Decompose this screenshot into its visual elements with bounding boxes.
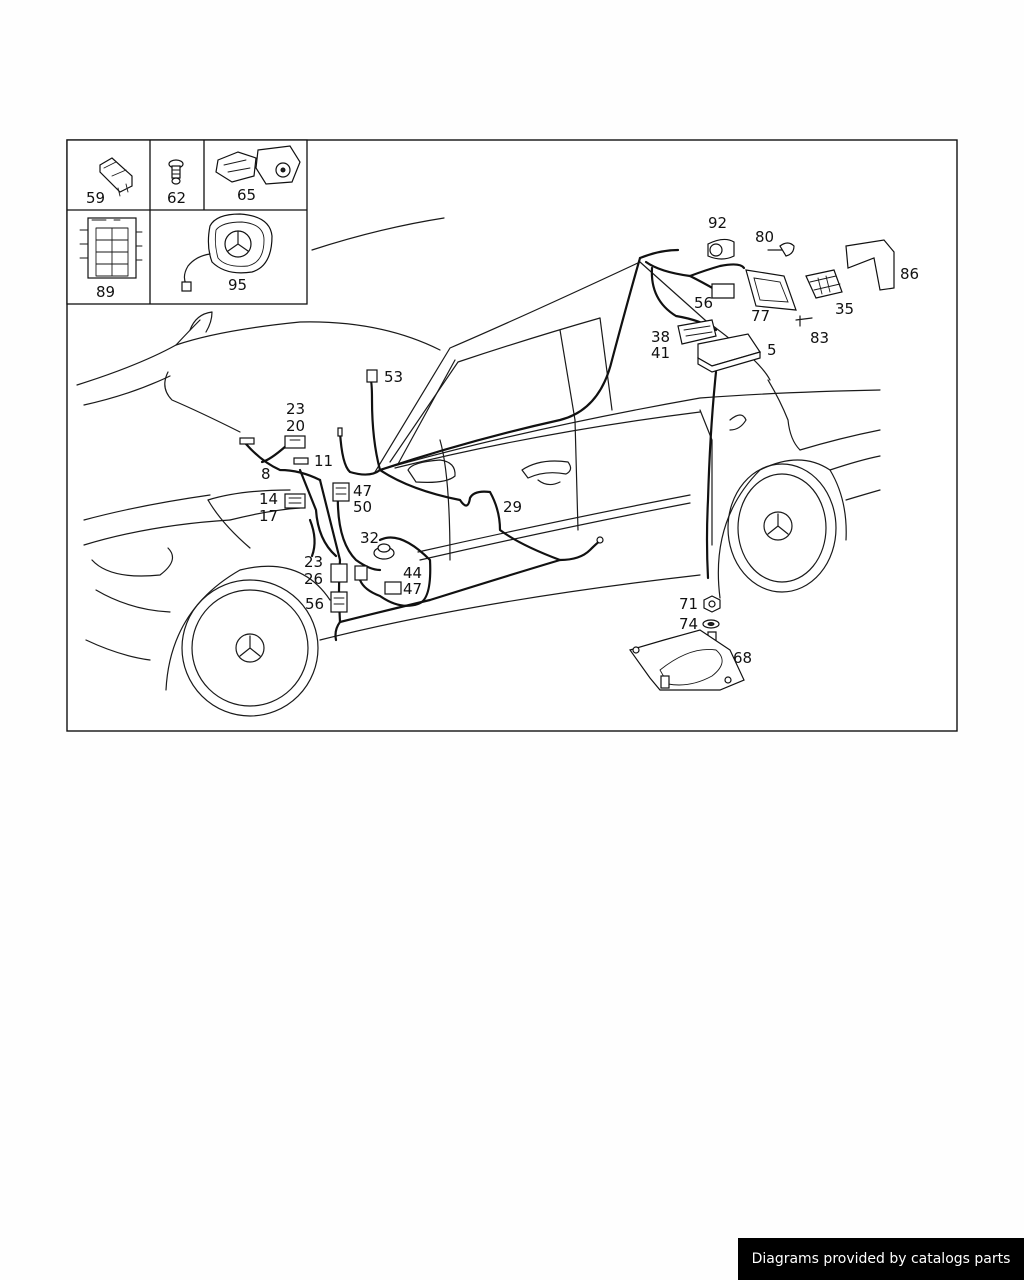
sensor-part-65 — [215, 145, 301, 185]
callout-86: 86 — [900, 265, 919, 283]
callout-14: 14 — [259, 490, 278, 508]
callout-41: 41 — [651, 344, 670, 362]
callout-8: 8 — [261, 465, 271, 483]
callout-56-rear: 56 — [694, 294, 713, 312]
callout-11: 11 — [314, 452, 333, 470]
car-body-outline — [76, 217, 881, 691]
callout-74: 74 — [679, 615, 698, 633]
callout-59: 59 — [86, 189, 105, 207]
callout-47-upper: 47 — [353, 482, 372, 500]
fuse-card-89 — [79, 217, 143, 279]
callout-17: 17 — [259, 507, 278, 525]
callout-20: 20 — [286, 417, 305, 435]
callout-56-front: 56 — [305, 595, 324, 613]
callout-77: 77 — [751, 307, 770, 325]
callout-83: 83 — [810, 329, 829, 347]
credit-text: Diagrams provided by catalogs parts — [751, 1251, 1011, 1267]
callout-53: 53 — [384, 368, 403, 386]
front-wheel — [181, 579, 319, 717]
rear-wheel — [717, 459, 847, 599]
callout-32: 32 — [360, 529, 379, 547]
callout-44: 44 — [403, 564, 422, 582]
callout-71: 71 — [679, 595, 698, 613]
callout-89: 89 — [96, 283, 115, 301]
callout-68: 68 — [733, 649, 752, 667]
callout-35: 35 — [835, 300, 854, 318]
callout-23-lower: 23 — [304, 553, 323, 571]
callout-38: 38 — [651, 328, 670, 346]
credit-banner: Diagrams provided by catalogs parts — [738, 1238, 1024, 1280]
callout-labels: 59 62 65 89 95 92 80 86 56 77 35 38 41 8… — [86, 186, 919, 667]
callout-23-top: 23 — [286, 400, 305, 418]
callout-92: 92 — [708, 214, 727, 232]
clip-part-59 — [99, 157, 133, 197]
callout-50: 50 — [353, 498, 372, 516]
callout-26: 26 — [304, 570, 323, 588]
callout-65: 65 — [237, 186, 256, 204]
callout-47-lower: 47 — [403, 580, 422, 598]
callout-80: 80 — [755, 228, 774, 246]
callout-95: 95 — [228, 276, 247, 294]
screw-part-62 — [168, 159, 184, 185]
components — [239, 238, 895, 691]
callout-5: 5 — [767, 341, 777, 359]
callout-29: 29 — [503, 498, 522, 516]
airbag-module-95 — [181, 213, 273, 292]
callout-62: 62 — [167, 189, 186, 207]
